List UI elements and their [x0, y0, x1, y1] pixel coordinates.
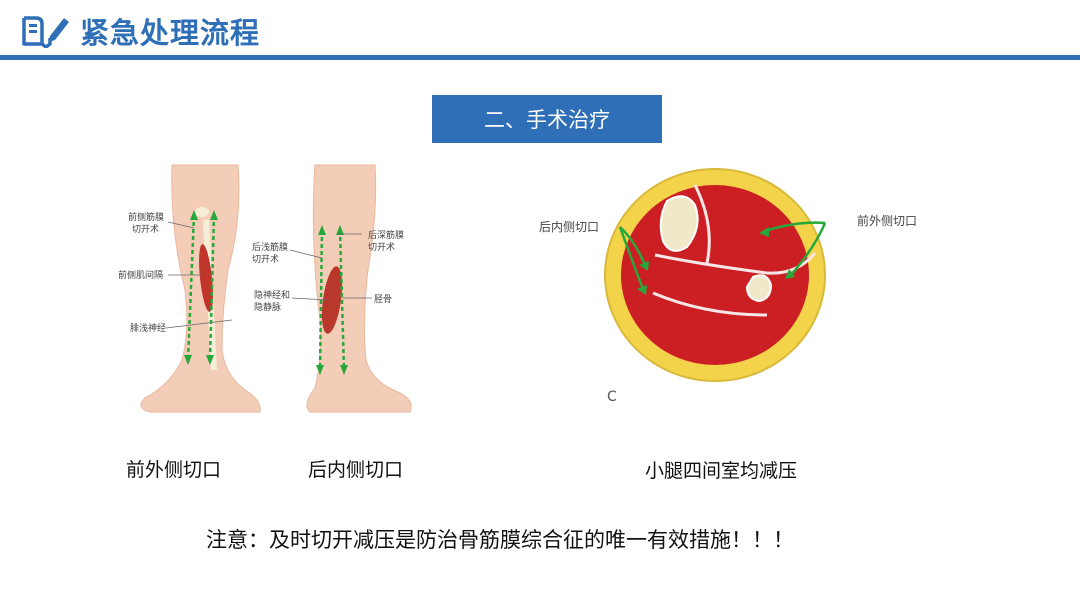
label-anterior-fascia-2: 切开术: [132, 223, 159, 235]
left-leg-shape: [141, 165, 260, 412]
label-anterior-fascia: 前侧筋膜: [128, 211, 164, 223]
label-posteromedial: 后内侧切口: [539, 220, 599, 234]
header-rule: [0, 55, 1080, 60]
label-anterior-septum: 前侧肌间隔: [118, 269, 163, 281]
right-leg-shape: [307, 165, 411, 412]
label-anterolateral: 前外侧切口: [857, 213, 917, 228]
warning-note: 注意：及时切开减压是防治骨筋膜综合征的唯一有效措施！！！: [206, 524, 794, 554]
label-posterior-superficial-2: 切开术: [252, 253, 279, 265]
muscle-mass: [621, 185, 809, 365]
section-banner: 二、手术治疗: [432, 95, 662, 143]
slide-title: 紧急处理流程: [80, 10, 260, 52]
cross-section-figure: 后内侧切口 前外侧切口 C: [535, 165, 945, 405]
label-saphenous-2: 隐静脉: [254, 301, 281, 313]
label-posterior-superficial: 后浅筋膜: [252, 241, 288, 253]
label-superficial-peroneal: 腓浅神经: [130, 322, 166, 334]
caption-four-compartments: 小腿四间室均减压: [645, 456, 797, 483]
label-posterior-deep-2: 切开术: [368, 241, 395, 253]
label-saphenous: 隐神经和: [254, 289, 290, 301]
caption-posteromedial: 后内侧切口: [308, 455, 403, 482]
fibula-bone: [747, 275, 771, 301]
panel-letter: C: [607, 389, 617, 405]
label-posterior-deep: 后深筋膜: [368, 229, 404, 241]
caption-anterolateral: 前外侧切口: [126, 455, 221, 482]
leg-incision-figure: 前侧筋膜 切开术 前侧肌间隔 腓浅神经 后浅筋膜 切开术 后深筋膜 切开术 隐神…: [110, 160, 430, 420]
book-pencil-icon: [22, 14, 70, 48]
slide-header: 紧急处理流程: [0, 0, 1080, 62]
label-tibia: 胫骨: [374, 294, 392, 305]
